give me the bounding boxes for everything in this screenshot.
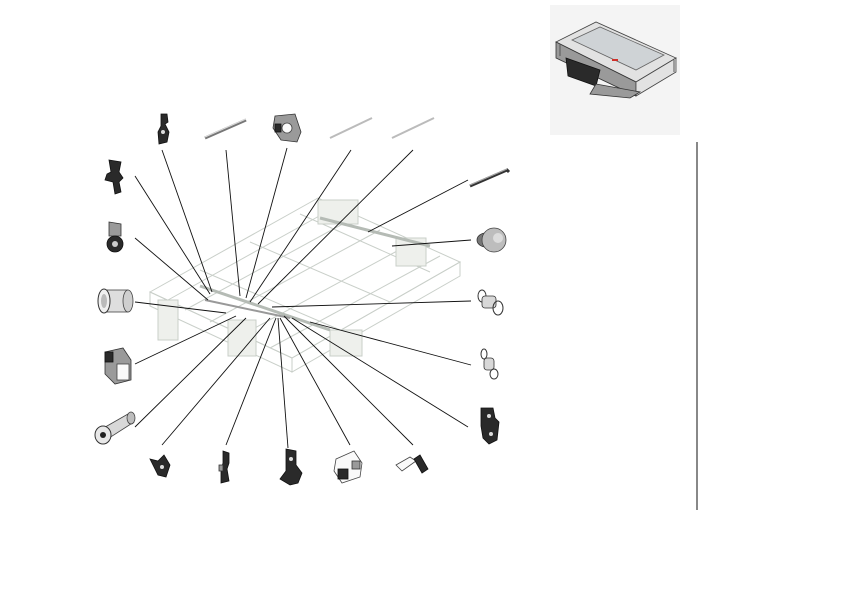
bushing-icon xyxy=(94,411,136,445)
knob-icon xyxy=(476,227,507,253)
main-assembly xyxy=(148,197,462,373)
lever-bracket-icon xyxy=(157,113,170,145)
spring-icon xyxy=(477,289,504,316)
cam-lever-icon xyxy=(149,454,171,478)
narrow-bracket-icon xyxy=(218,450,230,484)
side-plate-icon xyxy=(480,407,500,445)
shaft-icon xyxy=(391,117,435,139)
clutch-icon xyxy=(106,221,124,253)
roller-icon xyxy=(97,288,134,314)
shaft-icon xyxy=(329,117,373,139)
latch-icon xyxy=(279,448,303,486)
spring-icon xyxy=(480,348,499,380)
solenoid-icon xyxy=(104,347,132,385)
gear-housing-icon xyxy=(272,113,302,143)
hooked-rod-icon xyxy=(469,168,511,188)
leader-lines xyxy=(134,147,472,449)
assembly-overview-icon xyxy=(550,5,680,135)
angle-bracket-icon xyxy=(395,454,429,474)
rod-icon xyxy=(204,118,247,140)
arm-bracket-icon xyxy=(104,159,124,195)
clip-icon xyxy=(333,450,363,484)
